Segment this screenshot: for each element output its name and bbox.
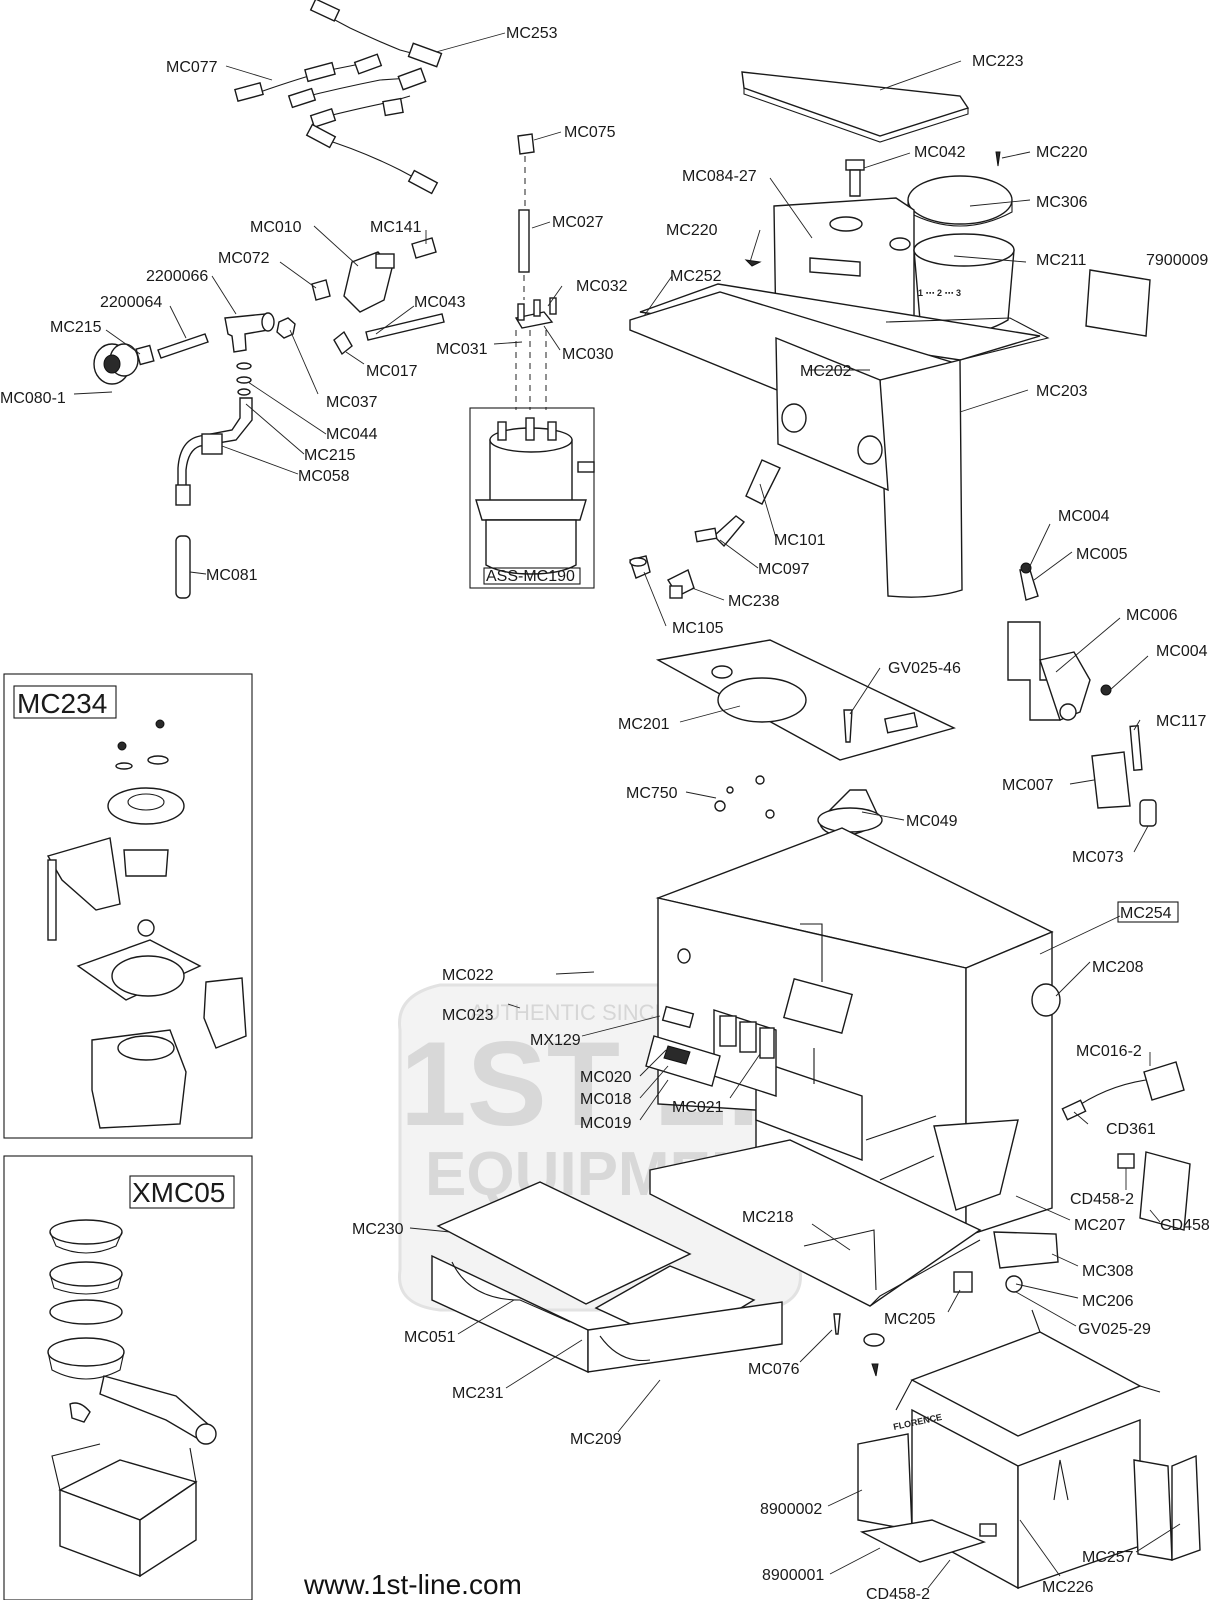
label-mc209: MC209 — [570, 1431, 622, 1448]
label-mc037: MC037 — [326, 394, 378, 411]
label-mc007: MC007 — [1002, 777, 1054, 794]
label-mc203: MC203 — [1036, 383, 1088, 400]
label-gv025-29: GV025-29 — [1078, 1321, 1151, 1338]
label-mc018: MC018 — [580, 1091, 632, 1108]
label-mc031: MC031 — [436, 341, 488, 358]
fittings — [629, 459, 781, 599]
label-cd458-2b: CD458-2 — [866, 1586, 930, 1600]
label-mc141: MC141 — [370, 219, 422, 236]
label-mc084-27: MC084-27 — [682, 168, 757, 185]
boiler-group: ASS-MC190 — [469, 133, 595, 589]
label-mc005: MC005 — [1076, 546, 1128, 563]
box-title-xmc05: XMC05 — [132, 1177, 225, 1208]
label-mc208: MC208 — [1092, 959, 1144, 976]
label-mc006: MC006 — [1126, 607, 1178, 624]
label-mc073: MC073 — [1072, 849, 1124, 866]
leader-lines — [73, 32, 1181, 1589]
label-mc105: MC105 — [672, 620, 724, 637]
label-mc004: MC004 — [1058, 508, 1110, 525]
label-mc220: MC220 — [1036, 144, 1088, 161]
label-mc097: MC097 — [758, 561, 810, 578]
label-mc211: MC211 — [1036, 252, 1086, 269]
label-8900002: 8900002 — [760, 1501, 822, 1518]
label-mc010: MC010 — [250, 219, 302, 236]
label-gv025-46: GV025-46 — [888, 660, 961, 677]
label-mc252: MC252 — [670, 268, 722, 285]
label-mc030: MC030 — [562, 346, 614, 363]
label-mc027: MC027 — [552, 214, 604, 231]
part-labels: MC253 MC077 MC075 MC027 MC223 MC042 MC22… — [0, 25, 1210, 1600]
label-mc254: MC254 — [1120, 905, 1172, 922]
label-2200064: 2200064 — [100, 294, 162, 311]
label-mc049: MC049 — [906, 813, 958, 830]
label-mc223: MC223 — [972, 53, 1024, 70]
label-mc042: MC042 — [914, 144, 966, 161]
label-mc019: MC019 — [580, 1115, 632, 1132]
label-mc017: MC017 — [366, 363, 418, 380]
label-mc101: MC101 — [774, 532, 826, 549]
label-mc215-b: MC215 — [304, 447, 356, 464]
label-mc215: MC215 — [50, 319, 102, 336]
portafilter-box: XMC05 — [3, 1155, 253, 1600]
hopper-dial-markings: 1 ⋯ 2 ⋯ 3 — [918, 288, 961, 298]
steam-components — [93, 237, 445, 599]
label-mc238: MC238 — [728, 593, 780, 610]
base-plate — [655, 639, 956, 837]
chute — [833, 1115, 1059, 1377]
grinder-box: MC234 — [3, 673, 253, 1139]
label-mc043: MC043 — [414, 294, 466, 311]
label-mc016-2: MC016-2 — [1076, 1043, 1142, 1060]
label-mc117: MC117 — [1156, 713, 1206, 730]
label-mc076: MC076 — [748, 1361, 800, 1378]
label-mc205: MC205 — [884, 1311, 936, 1328]
label-mc032: MC032 — [576, 278, 628, 295]
website-url[interactable]: www.1st-line.com — [303, 1569, 522, 1600]
label-8900001: 8900001 — [762, 1567, 824, 1584]
label-mc077: MC077 — [166, 59, 218, 76]
label-mc023: MC023 — [442, 1007, 494, 1024]
watermark-arc: AUTHENTIC SINCE — [470, 1000, 669, 1025]
label-mc226: MC226 — [1042, 1579, 1094, 1596]
power-cord — [1061, 1061, 1191, 1231]
right-brackets — [1007, 562, 1157, 827]
label-mx129: MX129 — [530, 1032, 581, 1049]
drip-tray — [431, 1181, 783, 1374]
label-mc021: MC021 — [672, 1099, 724, 1116]
label-mc058: MC058 — [298, 468, 350, 485]
label-7900009: 7900009 — [1146, 252, 1208, 269]
label-mc051: MC051 — [404, 1329, 456, 1346]
label-mc220-b: MC220 — [666, 222, 718, 239]
top-assembly: 1 ⋯ 2 ⋯ 3 — [629, 71, 1151, 598]
label-2200066: 2200066 — [146, 268, 208, 285]
label-cd458: CD458 — [1160, 1217, 1210, 1234]
wire-harness — [234, 0, 443, 195]
label-mc202: MC202 — [800, 363, 852, 380]
label-mc080-1: MC080-1 — [0, 390, 66, 407]
label-mc072: MC072 — [218, 250, 270, 267]
label-mc257: MC257 — [1082, 1549, 1134, 1566]
label-mc020: MC020 — [580, 1069, 632, 1086]
label-mc022: MC022 — [442, 967, 494, 984]
label-mc004-b: MC004 — [1156, 643, 1208, 660]
label-mc207: MC207 — [1074, 1217, 1126, 1234]
label-mc206: MC206 — [1082, 1293, 1134, 1310]
label-mc230: MC230 — [352, 1221, 404, 1238]
label-mc075: MC075 — [564, 124, 616, 141]
label-mc750: MC750 — [626, 785, 678, 802]
packaging: FLORENCE — [857, 1309, 1201, 1590]
base-tray — [649, 1139, 982, 1307]
label-mc308: MC308 — [1082, 1263, 1134, 1280]
box-title-mc234: MC234 — [17, 688, 107, 719]
label-mc081: MC081 — [206, 567, 258, 584]
label-cd361: CD361 — [1106, 1121, 1156, 1138]
label-mc201: MC201 — [618, 716, 670, 733]
label-mc253: MC253 — [506, 25, 558, 42]
label-mc044: MC044 — [326, 426, 378, 443]
label-ass-mc190: ASS-MC190 — [486, 568, 575, 585]
label-mc306: MC306 — [1036, 194, 1088, 211]
label-mc218: MC218 — [742, 1209, 794, 1226]
label-cd458-2: CD458-2 — [1070, 1191, 1134, 1208]
label-mc231: MC231 — [452, 1385, 504, 1402]
